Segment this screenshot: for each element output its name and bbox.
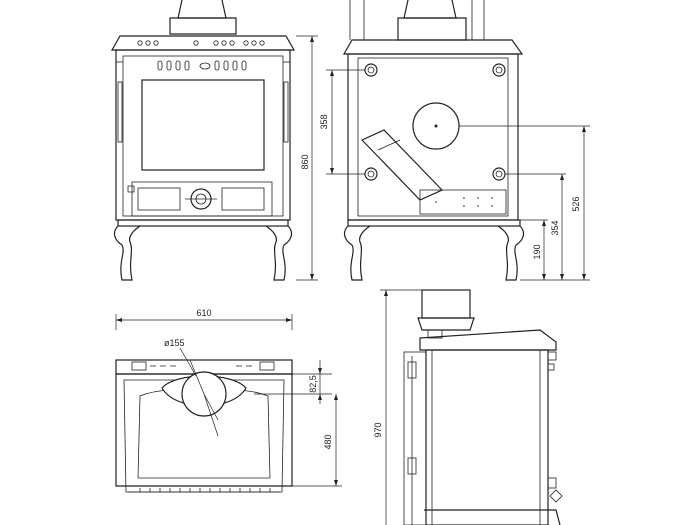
front-ash-panel: [131, 181, 273, 217]
front-ash-panel-right: [221, 187, 265, 211]
top-view: 610 ø155 82,5 480: [115, 308, 342, 493]
rear-526-label: 526: [571, 196, 581, 211]
rear-leg-right: [497, 225, 525, 281]
rear-flue-pipe: [403, 0, 457, 19]
front-hinge-right: [283, 81, 289, 143]
front-height-label: 860: [300, 154, 310, 169]
rear-vent-box: [419, 189, 507, 215]
front-ash-panel-left: [137, 187, 181, 211]
side-front-knob-top: [547, 351, 557, 361]
rear-bolts: [364, 63, 506, 181]
front-door-handle: [127, 185, 135, 193]
side-view: 970: [373, 289, 563, 525]
rear-vent-dots: [435, 197, 493, 207]
rear-190-label: 190: [532, 244, 542, 259]
rear-angled-duct: [360, 129, 444, 201]
front-view: 860: [110, 0, 318, 281]
front-hinge-left: [117, 81, 123, 143]
front-top-plate: [110, 35, 296, 51]
side-flue-collar: [417, 317, 475, 331]
rear-body: [347, 53, 519, 221]
side-top-plate: [419, 329, 557, 351]
top-depth-label: 480: [323, 434, 333, 449]
rear-leg-left: [343, 225, 371, 281]
front-flue-collar: [169, 17, 237, 35]
front-leg-right: [265, 225, 293, 281]
rear-354-label: 354: [550, 220, 560, 235]
rear-panel: [357, 57, 509, 217]
front-air-vents: [157, 60, 247, 71]
side-base: [424, 509, 561, 525]
rear-top-plate: [342, 39, 524, 55]
front-top-vents: [137, 40, 265, 46]
front-base: [117, 219, 289, 227]
rear-base: [347, 219, 521, 227]
rear-358-label: 358: [319, 114, 329, 129]
front-glass-window: [141, 79, 265, 171]
rear-view: 358 526 354 190: [319, 0, 590, 281]
top-front-trim: [128, 488, 280, 493]
side-flue-pipe: [421, 289, 471, 319]
side-rear-panel: [403, 351, 427, 525]
side-front-knob-bottom: [547, 477, 557, 489]
rear-flue-collar: [397, 17, 467, 41]
top-offset-label: 82,5: [308, 375, 318, 393]
top-flue-diameter-label: ø155: [164, 338, 185, 348]
side-body: [425, 349, 549, 525]
side-front-handle: [549, 489, 563, 503]
side-height-label: 970: [373, 422, 383, 437]
front-flue-pipe: [177, 0, 227, 19]
top-width-label: 610: [196, 308, 211, 318]
front-leg-left: [113, 225, 141, 281]
top-flue-axis: [203, 393, 219, 421]
